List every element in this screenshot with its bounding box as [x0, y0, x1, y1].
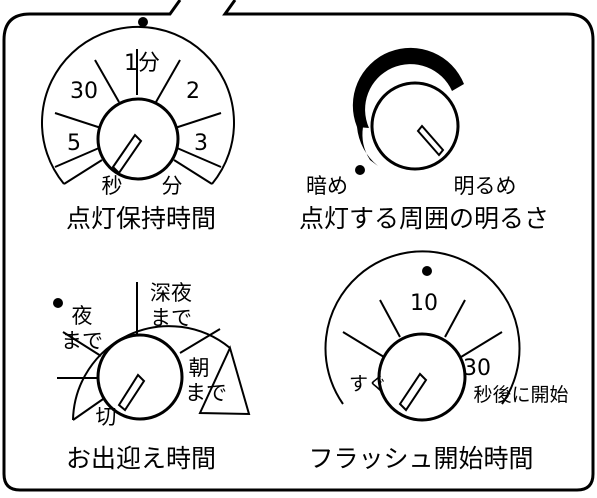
dial-timer-label-upper-left: 30 [70, 79, 98, 104]
dial-flash-label-right: 30 [463, 356, 491, 381]
dial-welcome-label-night-until: まで [61, 329, 103, 353]
dial-brightness-title: 点灯する周囲の明るさ [299, 204, 549, 233]
dial-flash: 10 すぐ 30 秒後に開始 フラッシュ開始時間 [308, 250, 569, 473]
dial-timer-pointer [111, 133, 143, 175]
dial-flash-label-top: 10 [410, 291, 438, 316]
dial-brightness-label-bright: 明るめ [454, 174, 517, 198]
dial-welcome-label-morning: 朝 [189, 356, 210, 380]
dial-timer-indicator-dot [138, 17, 148, 27]
dial-timer-label-upper-right: 2 [186, 79, 200, 104]
dial-brightness: 暗め 明るめ 点灯する周囲の明るさ [299, 47, 549, 233]
dial-welcome-label-night: 夜 [72, 304, 93, 328]
dial-timer-label-top: 1分 [124, 51, 160, 76]
dial-timer-label-bottom-right: 分 [162, 174, 183, 198]
dial-flash-indicator-dot [422, 266, 432, 276]
dial-timer-label-right: 3 [194, 131, 208, 156]
dial-welcome-label-late-night: 深夜 [150, 281, 192, 305]
dial-welcome-title: お出迎え時間 [66, 444, 216, 473]
dial-flash-label-right-suffix: 秒後に開始 [473, 384, 568, 406]
dial-brightness-indicator-dot [355, 165, 365, 175]
dial-flash-pointer [398, 372, 428, 412]
dial-timer-label-bottom-left: 秒 [102, 174, 123, 198]
dial-flash-title: フラッシュ開始時間 [308, 444, 533, 473]
dial-brightness-knob[interactable] [370, 81, 460, 171]
dial-welcome-label-morning-until: まで [185, 381, 227, 405]
dial-welcome-label-late-night-until: まで [150, 306, 192, 330]
dial-flash-label-left: すぐ [349, 373, 387, 395]
dial-timer-label-left: 5 [67, 131, 81, 156]
dial-brightness-range-arc [352, 47, 464, 128]
dial-timer: 1分 30 2 5 3 秒 分 点灯保持時間 [41, 17, 235, 233]
dial-brightness-pointer [416, 124, 445, 157]
dial-welcome-indicator-dot [53, 298, 63, 308]
dial-brightness-label-dark: 暗め [306, 174, 348, 198]
dial-timer-title: 点灯保持時間 [66, 204, 216, 233]
dial-welcome-label-off: 切 [96, 405, 117, 429]
dial-welcome-pointer [117, 373, 146, 412]
dial-welcome: 夜 まで 深夜 まで 朝 まで 切 お出迎え時間 [53, 281, 251, 473]
